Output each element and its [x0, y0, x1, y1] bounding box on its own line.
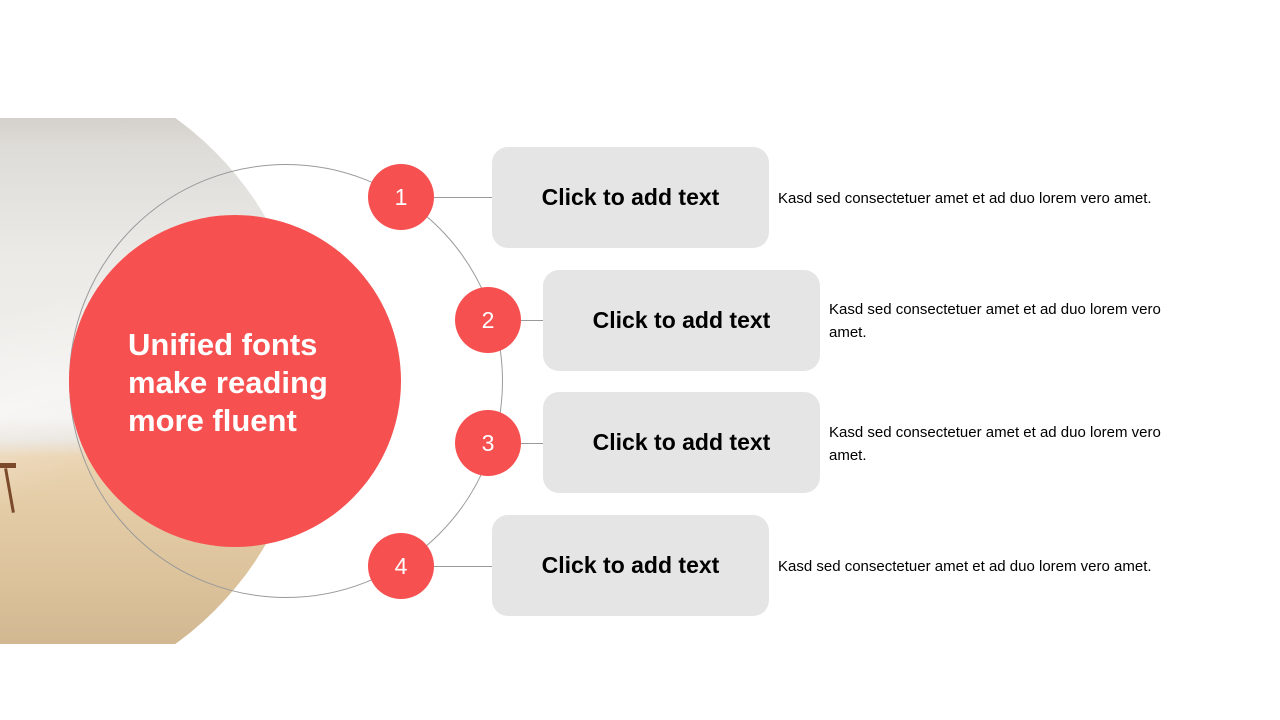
connector-line-3 — [521, 443, 543, 444]
step-number-4: 4 — [368, 533, 434, 599]
step-description-4[interactable]: Kasd sed consectetuer amet et ad duo lor… — [778, 558, 1152, 575]
step-number-1: 1 — [368, 164, 434, 230]
step-description-3[interactable]: Kasd sed consectetuer amet et ad duo lor… — [829, 424, 1161, 464]
step-description-2[interactable]: Kasd sed consectetuer amet et ad duo lor… — [829, 301, 1161, 341]
step-heading-box-1[interactable]: Click to add text — [492, 147, 769, 248]
connector-line-2 — [521, 320, 543, 321]
title-circle — [69, 215, 401, 547]
connector-line-1 — [434, 197, 492, 198]
chair-seat — [0, 463, 16, 468]
slide-title[interactable]: Unified fonts make reading more fluent — [128, 327, 328, 438]
step-number-2: 2 — [455, 287, 521, 353]
step-heading-box-2[interactable]: Click to add text — [543, 270, 820, 371]
connector-line-4 — [434, 566, 492, 567]
step-description-1[interactable]: Kasd sed consectetuer amet et ad duo lor… — [778, 190, 1152, 207]
step-number-3: 3 — [455, 410, 521, 476]
step-heading-box-4[interactable]: Click to add text — [492, 515, 769, 616]
step-heading-box-3[interactable]: Click to add text — [543, 392, 820, 493]
